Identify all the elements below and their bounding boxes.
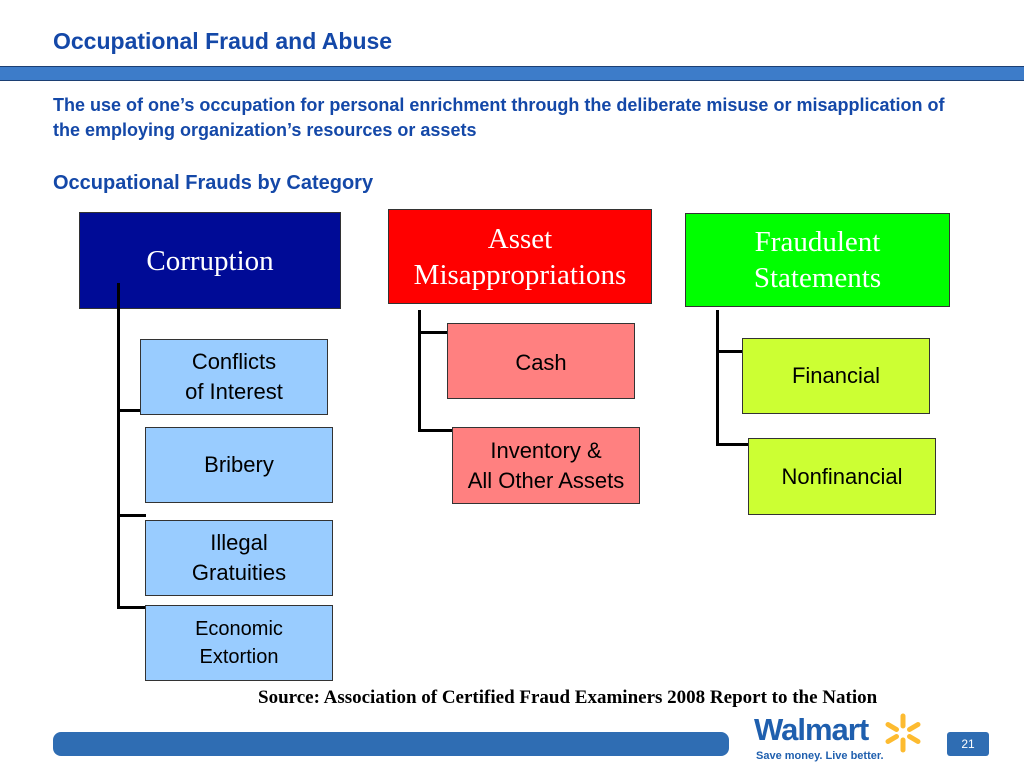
subcategory-illegal-gratuities: Illegal Gratuities [145, 520, 333, 596]
slide-title: Occupational Fraud and Abuse [53, 28, 393, 54]
connector-horizontal [117, 514, 146, 517]
subcategory-economic-extortion: Economic Extortion [145, 605, 333, 681]
subcategory-label: Financial [791, 363, 881, 388]
subcategory-conflicts-of-interest: Conflicts of Interest [140, 339, 328, 415]
category-fraudulent-statements: Fraudulent Statements [685, 213, 950, 307]
subcategory-label: Bribery [204, 452, 274, 477]
connector-horizontal [418, 331, 448, 334]
subcategory-cash: Cash [447, 323, 635, 399]
connector-horizontal [716, 443, 749, 446]
subcategory-financial: Financial [742, 338, 930, 414]
subcategory-bribery: Bribery [145, 427, 333, 503]
connector-horizontal [117, 409, 144, 412]
connector-vertical [117, 283, 120, 609]
title-divider-bar [0, 66, 1024, 81]
subcategory-inventory-other-assets: Inventory & All Other Assets [452, 427, 640, 504]
footer-bar [53, 732, 729, 756]
section-subtitle: Occupational Frauds by Category [53, 172, 374, 194]
subcategory-nonfinancial: Nonfinancial [748, 438, 936, 515]
connector-horizontal [418, 429, 452, 432]
connector-horizontal [117, 606, 146, 609]
category-label: Corruption [146, 244, 274, 277]
subcategory-label: Inventory & All Other Assets [467, 437, 625, 493]
subcategory-label: Nonfinancial [781, 463, 903, 489]
category-label: Fraudulent Statements [753, 226, 882, 294]
walmart-logo: Walmart Save money. Live better. [754, 712, 940, 766]
subcategory-label: Illegal Gratuities [191, 530, 287, 585]
connector-vertical [716, 310, 719, 446]
spark-icon [885, 713, 921, 753]
logo-wordmark: Walmart [754, 712, 869, 747]
connector-horizontal [716, 350, 743, 353]
subcategory-label: Conflicts of Interest [185, 349, 283, 404]
category-corruption: Corruption [79, 212, 341, 309]
subcategory-label: Economic Extortion [195, 618, 283, 668]
category-label: Asset Misappropriations [413, 222, 627, 291]
connector-vertical [418, 310, 421, 432]
category-asset-misappropriations: Asset Misappropriations [388, 209, 652, 304]
definition-text: The use of one’s occupation for personal… [53, 95, 945, 140]
subcategory-label: Cash [515, 350, 567, 375]
page-number: 21 [947, 732, 989, 756]
source-citation: Source: Association of Certified Fraud E… [258, 687, 878, 708]
logo-tagline: Save money. Live better. [756, 750, 884, 762]
